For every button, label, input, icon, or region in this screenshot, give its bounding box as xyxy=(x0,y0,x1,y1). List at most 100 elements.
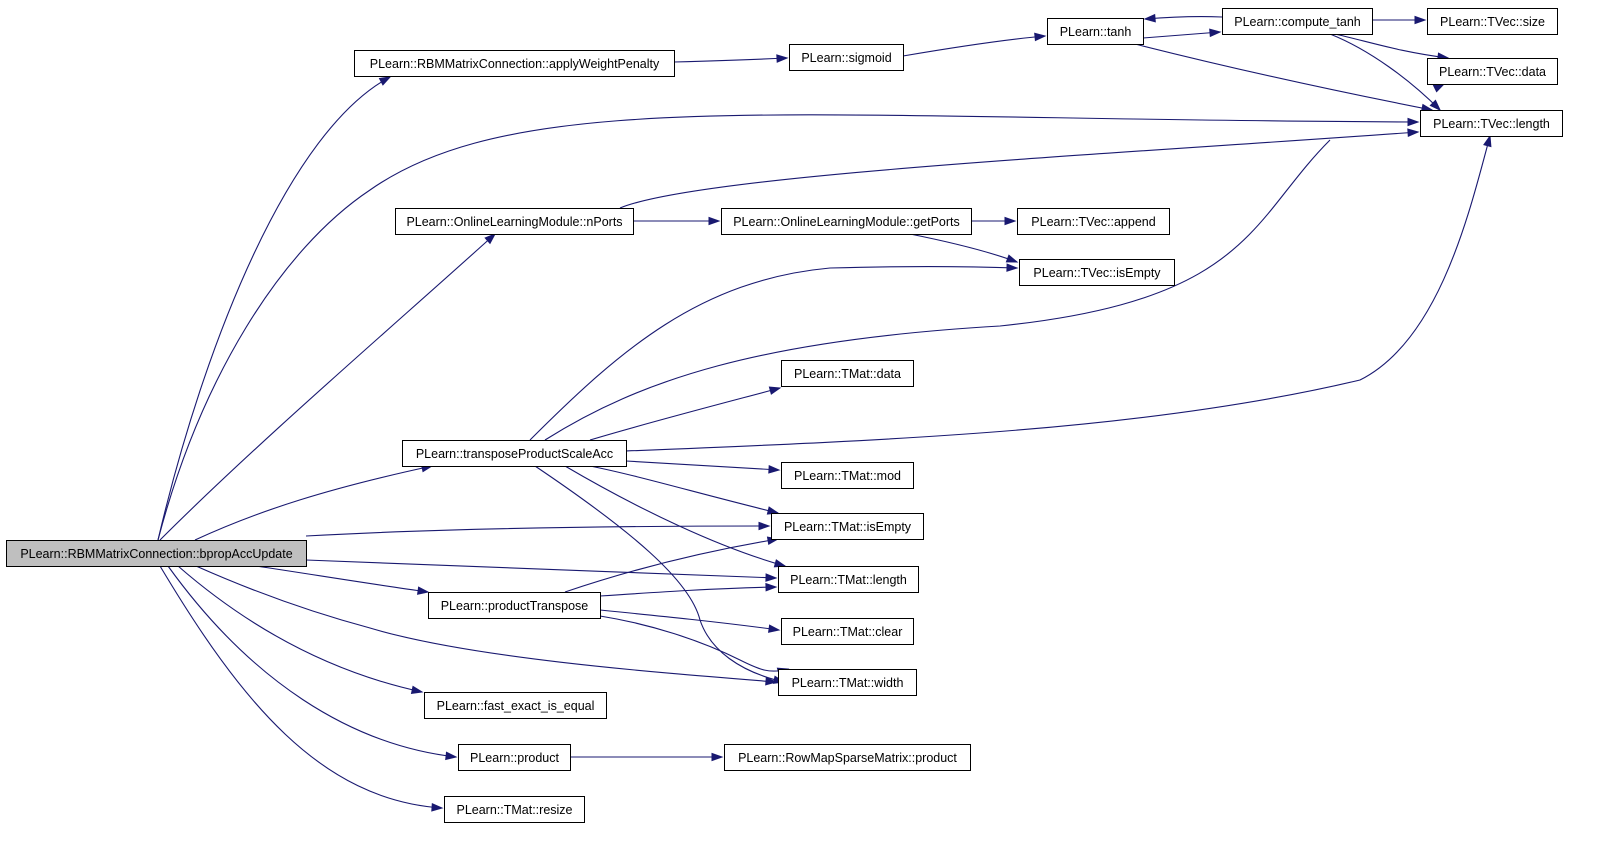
node-box[interactable] xyxy=(1017,208,1170,235)
node-fast_exact_is_equal[interactable]: PLearn::fast_exact_is_equal xyxy=(424,692,607,719)
node-nPorts[interactable]: PLearn::OnlineLearningModule::nPorts xyxy=(395,208,634,235)
edges-layer xyxy=(157,13,1492,812)
edge-line xyxy=(255,565,429,593)
arrowhead-icon xyxy=(765,676,778,686)
edge-line xyxy=(167,565,457,758)
node-product[interactable]: PLearn::product xyxy=(458,744,571,771)
node-tmat_isEmpty[interactable]: PLearn::TMat::isEmpty xyxy=(771,513,924,540)
node-box[interactable] xyxy=(781,618,914,645)
edge-line xyxy=(1329,33,1441,111)
node-box[interactable] xyxy=(781,360,914,387)
node-box[interactable] xyxy=(724,744,971,771)
edge-transposeProductScaleAcc-to-tvec_isEmpty xyxy=(529,263,1019,441)
node-box[interactable] xyxy=(1019,259,1175,286)
node-box[interactable] xyxy=(354,50,675,77)
arrowhead-icon xyxy=(1414,15,1427,25)
node-label: PLearn::productTranspose xyxy=(441,599,589,613)
node-box[interactable] xyxy=(789,44,904,71)
node-compute_tanh[interactable]: PLearn::compute_tanh xyxy=(1222,8,1373,35)
edge-transposeProductScaleAcc-to-tmat_isEmpty xyxy=(589,465,780,515)
edge-sigmoid-to-tanh xyxy=(902,32,1047,57)
node-label: PLearn::TVec::isEmpty xyxy=(1033,266,1161,280)
node-label: PLearn::TMat::isEmpty xyxy=(784,520,912,534)
node-box[interactable] xyxy=(402,440,627,467)
arrowhead-icon xyxy=(1407,128,1420,138)
node-tmat_resize[interactable]: PLearn::TMat::resize xyxy=(444,796,585,823)
node-getPorts[interactable]: PLearn::OnlineLearningModule::getPorts xyxy=(721,208,972,235)
node-box[interactable] xyxy=(6,540,307,567)
arrowhead-icon xyxy=(758,521,771,531)
node-sigmoid[interactable]: PLearn::sigmoid xyxy=(789,44,904,71)
edge-productTranspose-to-tmat_width xyxy=(599,615,790,676)
node-box[interactable] xyxy=(721,208,972,235)
node-tvec_length[interactable]: PLearn::TVec::length xyxy=(1420,110,1563,137)
node-box[interactable] xyxy=(781,462,914,489)
edge-line xyxy=(177,565,423,693)
edge-root-to-tmat_width xyxy=(195,565,778,686)
node-tmat_width[interactable]: PLearn::TMat::width xyxy=(778,669,917,696)
node-applyWeightPenalty[interactable]: PLearn::RBMMatrixConnection::applyWeight… xyxy=(354,50,675,77)
node-label: PLearn::RBMMatrixConnection::applyWeight… xyxy=(370,57,660,71)
node-label: PLearn::sigmoid xyxy=(801,51,891,65)
edge-line xyxy=(599,586,777,597)
edge-productTranspose-to-tmat_length xyxy=(599,582,778,597)
node-box[interactable] xyxy=(1047,18,1144,45)
edge-line xyxy=(625,135,1491,452)
arrowhead-icon xyxy=(410,685,424,694)
edge-transposeProductScaleAcc-to-tvec_length xyxy=(625,134,1492,452)
edge-line xyxy=(589,387,781,441)
edge-product-to-rowmap_product xyxy=(570,752,724,762)
arrowhead-icon xyxy=(765,582,778,592)
node-tanh[interactable]: PLearn::tanh xyxy=(1047,18,1144,45)
node-box[interactable] xyxy=(778,669,917,696)
edge-line xyxy=(564,538,779,593)
node-productTranspose[interactable]: PLearn::productTranspose xyxy=(428,592,601,619)
node-label: PLearn::TMat::mod xyxy=(794,469,901,483)
edge-transposeProductScaleAcc-to-tmat_mod xyxy=(625,460,781,474)
edge-line xyxy=(902,35,1046,57)
edge-line xyxy=(909,233,1018,263)
node-box[interactable] xyxy=(424,692,607,719)
node-transposeProductScaleAcc[interactable]: PLearn::transposeProductScaleAcc xyxy=(402,440,627,467)
node-label: PLearn::TMat::length xyxy=(790,573,907,587)
arrowhead-icon xyxy=(768,624,781,633)
node-rowmap_product[interactable]: PLearn::RowMapSparseMatrix::product xyxy=(724,744,971,771)
node-box[interactable] xyxy=(1222,8,1373,35)
arrowhead-icon xyxy=(484,233,497,245)
node-tvec_data[interactable]: PLearn::TVec::data xyxy=(1427,58,1558,85)
edge-line xyxy=(157,76,391,541)
edge-applyWeightPenalty-to-sigmoid xyxy=(673,54,789,63)
node-box[interactable] xyxy=(1427,8,1558,35)
edge-transposeProductScaleAcc-to-tvec_data xyxy=(544,83,1446,441)
arrowhead-icon xyxy=(431,803,444,812)
node-box[interactable] xyxy=(778,566,919,593)
node-box[interactable] xyxy=(458,744,571,771)
edge-root-to-tmat_resize xyxy=(159,565,444,812)
edge-root-to-nPorts xyxy=(159,233,497,541)
node-tmat_clear[interactable]: PLearn::TMat::clear xyxy=(781,618,914,645)
node-tvec_isEmpty[interactable]: PLearn::TVec::isEmpty xyxy=(1019,259,1175,286)
node-label: PLearn::fast_exact_is_equal xyxy=(437,699,595,713)
arrowhead-icon xyxy=(1006,263,1019,272)
node-box[interactable] xyxy=(395,208,634,235)
node-tvec_append[interactable]: PLearn::TVec::append xyxy=(1017,208,1170,235)
edge-line xyxy=(1134,43,1433,111)
node-box[interactable] xyxy=(771,513,924,540)
arrowhead-icon xyxy=(768,465,781,474)
node-box[interactable] xyxy=(1427,58,1558,85)
node-label: PLearn::compute_tanh xyxy=(1234,15,1361,29)
node-box[interactable] xyxy=(1420,110,1563,137)
node-label: PLearn::product xyxy=(470,751,559,765)
edge-transposeProductScaleAcc-to-tmat_data xyxy=(589,386,782,441)
node-root[interactable]: PLearn::RBMMatrixConnection::bpropAccUpd… xyxy=(6,540,307,567)
node-box[interactable] xyxy=(428,592,601,619)
edge-line xyxy=(673,57,788,63)
edge-productTranspose-to-tmat_isEmpty xyxy=(564,536,780,593)
edge-compute_tanh-to-tvec_size xyxy=(1372,15,1427,25)
node-tmat_mod[interactable]: PLearn::TMat::mod xyxy=(781,462,914,489)
node-tmat_length[interactable]: PLearn::TMat::length xyxy=(778,566,919,593)
node-tvec_size[interactable]: PLearn::TVec::size xyxy=(1427,8,1558,35)
node-box[interactable] xyxy=(444,796,585,823)
node-tmat_data[interactable]: PLearn::TMat::data xyxy=(781,360,914,387)
edge-tanh-to-compute_tanh xyxy=(1142,28,1222,39)
